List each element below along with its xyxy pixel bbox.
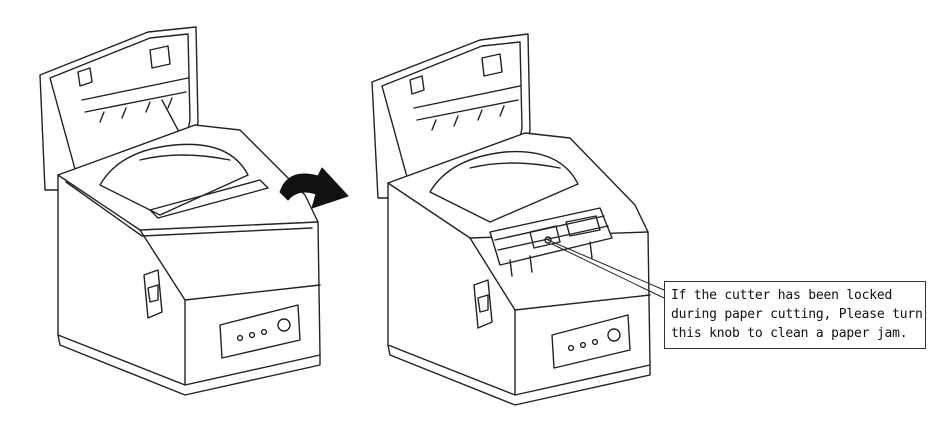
printer-left xyxy=(39,26,321,396)
callout-leader xyxy=(547,239,665,299)
printer-body-left xyxy=(57,124,321,396)
cutter-knob xyxy=(544,236,552,244)
cutter-instruction-callout: If the cutter has been locked during pap… xyxy=(664,281,926,349)
printer-right xyxy=(371,33,665,406)
cutter-assembly xyxy=(489,207,613,277)
callout-line-1: If the cutter has been locked xyxy=(671,288,893,303)
printer-body-right xyxy=(387,132,665,406)
callout-line-3: this knob to clean a paper jam. xyxy=(671,326,908,341)
callout-line-2: during paper cutting, Please turn xyxy=(671,307,923,322)
curved-arrow-right-icon xyxy=(279,167,349,209)
